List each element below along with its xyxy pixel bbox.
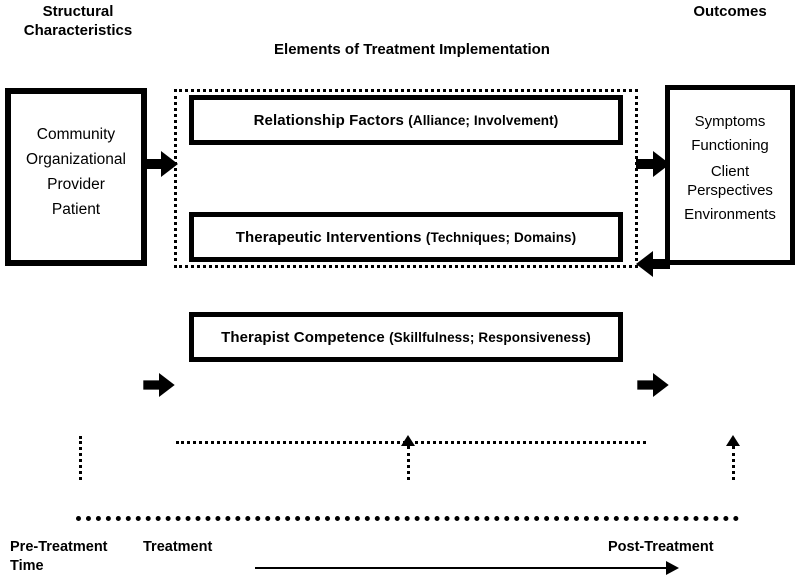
structural-characteristics-box: Community Organizational Provider Patien… [5,88,147,266]
therapeutic-interventions-box: Therapeutic Interventions (Techniques; D… [189,212,623,262]
relationship-factors-box: Relationship Factors (Alliance; Involvem… [189,95,623,145]
therapeutic-interventions-title: Therapeutic Interventions [235,228,422,246]
time-link-dotted-center [407,446,410,480]
outcome-item-functioning: Functioning [691,137,769,154]
outcomes-title: Outcomes [693,3,767,20]
outcomes-list: Symptoms Functioning Client Perspectives… [670,110,790,227]
timeline-label-treatment: Treatment [143,539,213,555]
block-arrow-right-icon-competence-left [143,373,175,397]
therapist-competence-title: Therapist Competence [221,328,385,346]
structural-item-patient: Patient [51,201,101,218]
therapist-competence-box: Therapist Competence (Skillfulness; Resp… [189,312,623,362]
relationship-factors-title: Relationship Factors [253,111,404,129]
therapist-competence-label: Therapist Competence (Skillfulness; Resp… [221,329,591,346]
structural-characteristics-list: Community Organizational Provider Patien… [11,122,141,222]
elements-of-treatment-implementation-title: Elements of Treatment Implementation [274,41,550,58]
block-arrow-right-icon-structural-to-elements [144,151,178,177]
timeline-label-pre-treatment: Pre-Treatment Time [10,539,108,574]
outcome-item-client-perspectives-line1: Client [710,163,750,180]
thin-arrow-right-icon-timeline [666,561,679,575]
block-arrow-left-icon-outcomes-feedback [636,251,670,277]
outcome-item-environments: Environments [684,206,776,223]
structural-item-provider: Provider [47,176,105,193]
timeline-label-post-treatment: Post-Treatment [608,539,714,555]
timeline-dotted-baseline [76,516,739,521]
block-arrow-right-icon-elements-to-outcomes [636,151,670,177]
dotted-arrow-up-icon-right [726,435,740,446]
therapist-competence-detail: (Skillfulness; Responsiveness) [389,329,591,345]
structural-item-community: Community [36,126,116,143]
time-link-dotted-right [732,446,735,480]
relationship-factors-detail: (Alliance; Involvement) [408,112,559,128]
structural-item-organizational: Organizational [26,151,126,168]
outcome-item-symptoms: Symptoms [694,113,766,130]
treatment-implementation-group [174,89,638,268]
dotted-arrow-up-icon-center [401,435,415,446]
relationship-factors-label: Relationship Factors (Alliance; Involvem… [254,112,559,129]
block-arrow-right-icon-competence-right [637,373,669,397]
therapeutic-interventions-detail: (Techniques; Domains) [425,229,577,245]
structural-characteristics-title: Structural Characteristics [23,3,133,39]
outcomes-box: Symptoms Functioning Client Perspectives… [665,85,795,265]
outcome-item-client-perspectives: Client Perspectives [670,162,790,200]
outcome-item-client-perspectives-line2: Perspectives [687,182,773,199]
therapeutic-interventions-label: Therapeutic Interventions (Techniques; D… [236,229,577,246]
time-link-dotted-left [79,436,82,480]
timeline-arrow-line [255,567,668,569]
